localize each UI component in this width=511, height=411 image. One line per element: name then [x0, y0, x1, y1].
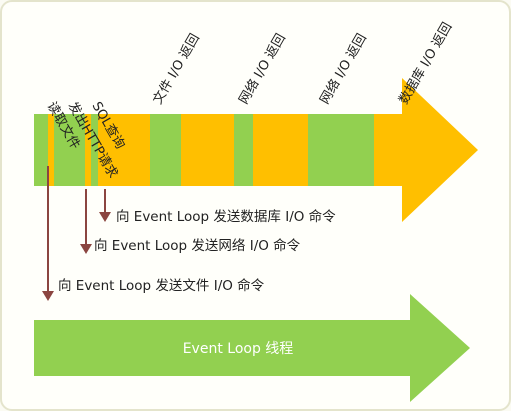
event-loop-thread-label: Event Loop 线程 [183, 341, 294, 357]
segment-sql-query [91, 114, 98, 186]
segment-read-file [34, 114, 48, 186]
segment-net-io-return-2 [308, 114, 374, 186]
command-arrow-net [80, 189, 92, 254]
label-db-io-return: 数据库 I/O 返回 [396, 20, 456, 107]
label-net-io-return-2: 网络 I/O 返回 [317, 31, 370, 107]
event-loop-thread-arrow [34, 294, 470, 402]
label-net-io-return-1: 网络 I/O 返回 [236, 31, 289, 107]
command-text-file: 向 Event Loop 发送文件 I/O 命令 [58, 277, 265, 294]
command-text-db: 向 Event Loop 发送数据库 I/O 命令 [116, 208, 336, 225]
command-text-net: 向 Event Loop 发送网络 I/O 命令 [94, 237, 301, 254]
label-file-io-return: 文件 I/O 返回 [150, 31, 202, 107]
command-arrow-file [42, 166, 54, 301]
segment-file-io-return [150, 114, 181, 186]
command-arrow-db [99, 189, 111, 222]
segment-http-request [54, 114, 85, 186]
segment-net-io-return-1 [234, 114, 253, 186]
